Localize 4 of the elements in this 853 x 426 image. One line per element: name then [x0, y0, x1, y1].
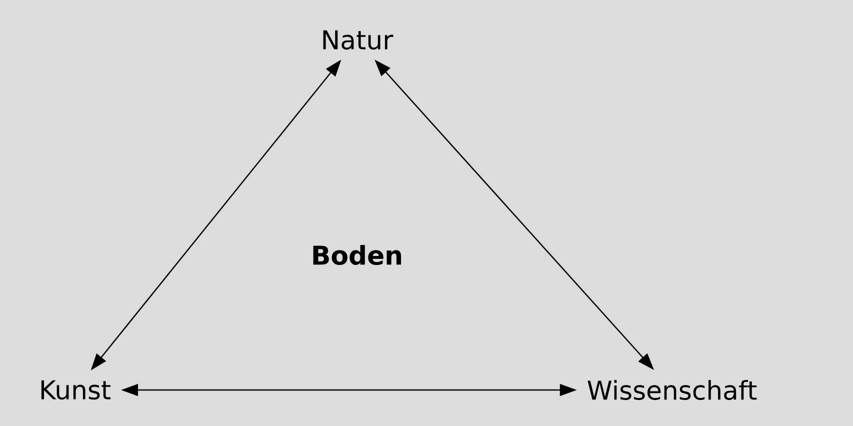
center-label: Boden	[313, 244, 402, 266]
node-label: Wissenschaft	[588, 380, 757, 400]
node-label: Natur	[323, 30, 394, 50]
node-label: Kunst	[41, 380, 110, 400]
